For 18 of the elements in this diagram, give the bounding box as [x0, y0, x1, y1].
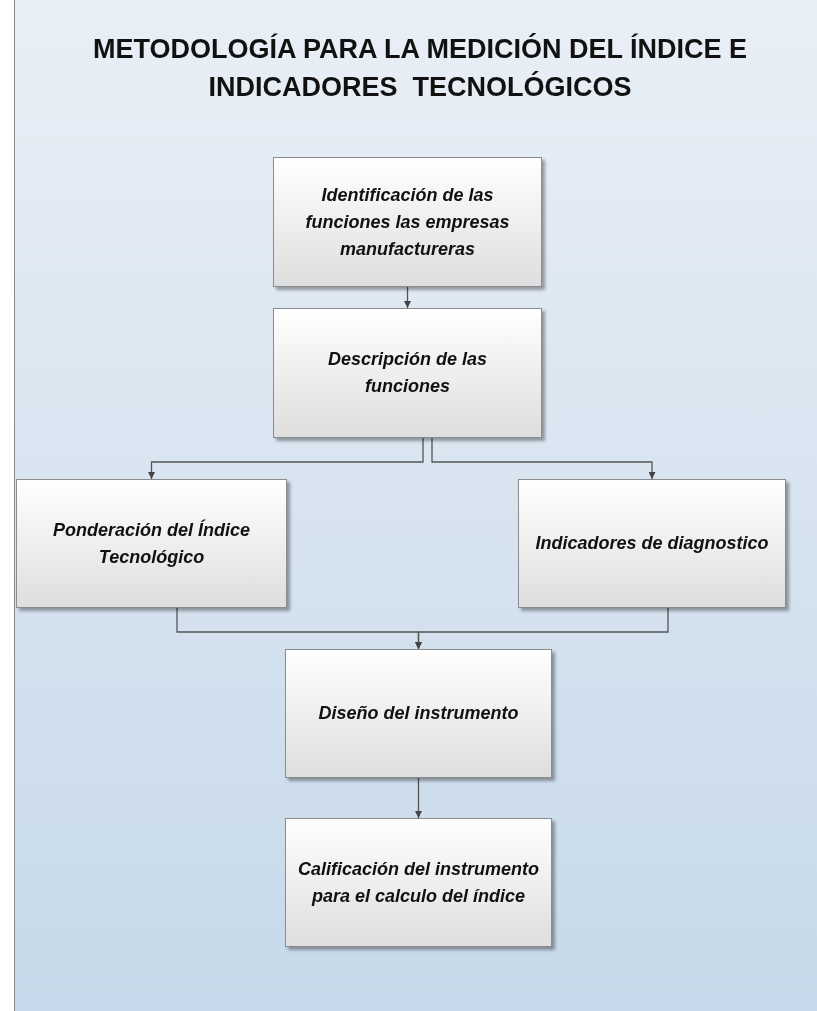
arrow [415, 607, 669, 650]
box-label: Diseño del instrumento [318, 702, 519, 725]
box-label: Descripción de las funciones [326, 348, 489, 398]
process-box [285, 818, 552, 947]
box-label: Ponderación del Índice Tecnológico [51, 518, 251, 569]
arrow [404, 286, 411, 309]
arrow [148, 437, 424, 480]
box-label: Identificación de las funciones las empresas manufactureras [304, 183, 511, 261]
process-box [518, 479, 786, 608]
process-box [16, 479, 287, 608]
diagram-title: METODOLOGÍA PARA LA MEDICIÓN DEL ÍNDICE E INDICADORES TECNOLÓGICOS [92, 32, 748, 104]
process-box [273, 308, 542, 438]
process-box [285, 649, 552, 778]
box-label: Calificación del instrumento para el calculo del índice [296, 857, 540, 908]
arrow [415, 777, 422, 819]
arrow [431, 437, 656, 480]
box-label: Indicadores de diagnostico [535, 532, 769, 555]
process-box [273, 157, 542, 287]
